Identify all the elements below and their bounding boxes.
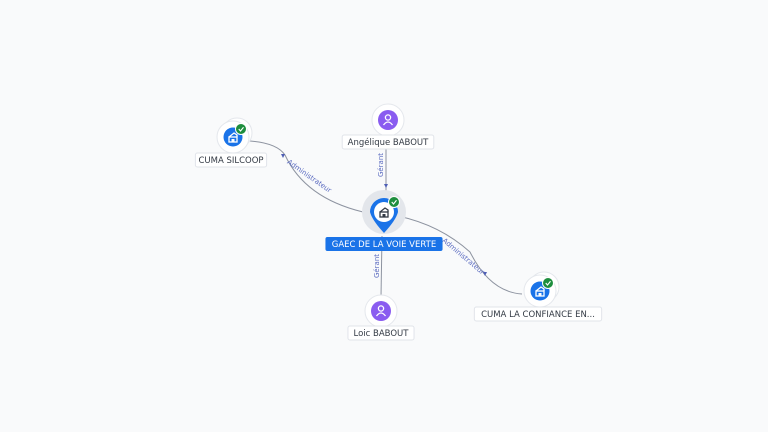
edge-gaec-confiance: Administrateur xyxy=(397,215,523,295)
edge-arrow-icon xyxy=(384,184,388,188)
verified-check-icon xyxy=(235,123,247,135)
node-label: CUMA SILCOOP xyxy=(194,152,268,168)
edge-label: Administrateur xyxy=(441,237,486,277)
node-silcoop[interactable]: CUMA SILCOOP xyxy=(194,117,268,168)
edge-arrow-icon xyxy=(483,272,487,276)
edge-label: Gérant xyxy=(373,254,381,278)
node-label-text: CUMA SILCOOP xyxy=(198,156,263,166)
node-label-text: Loic BABOUT xyxy=(354,329,410,339)
node-label-text: GAEC DE LA VOIE VERTE xyxy=(332,240,436,250)
verified-check-icon xyxy=(542,277,554,289)
node-label-text: CUMA LA CONFIANCE EN... xyxy=(481,310,595,320)
building-icon xyxy=(535,286,545,297)
node-gaec[interactable]: GAEC DE LA VOIE VERTE xyxy=(325,190,443,251)
edge-line xyxy=(249,140,364,213)
edge-label: Administrateur xyxy=(285,158,332,195)
person-icon xyxy=(375,305,387,317)
building-icon xyxy=(379,207,389,218)
node-label: CUMA LA CONFIANCE EN... xyxy=(473,306,603,322)
edge-arrow-icon xyxy=(281,154,285,158)
verified-check-icon xyxy=(388,196,400,208)
node-angelique[interactable]: Angélique BABOUT xyxy=(341,103,435,150)
node-label-text: Angélique BABOUT xyxy=(348,137,430,148)
nodes-layer: GAEC DE LA VOIE VERTE Angélique BABOUT Loi… xyxy=(194,103,603,341)
node-loic[interactable]: Loic BABOUT xyxy=(347,294,415,341)
building-icon xyxy=(228,132,238,143)
node-label: Angélique BABOUT xyxy=(341,134,435,150)
edge-label: Gérant xyxy=(377,153,385,177)
edge-line xyxy=(397,215,523,295)
main-node-label: GAEC DE LA VOIE VERTE xyxy=(325,237,443,251)
edge-gaec-silcoop: Administrateur xyxy=(249,140,364,213)
node-label: Loic BABOUT xyxy=(347,325,415,341)
node-confiance[interactable]: CUMA LA CONFIANCE EN... xyxy=(473,271,603,322)
person-icon xyxy=(382,114,394,126)
